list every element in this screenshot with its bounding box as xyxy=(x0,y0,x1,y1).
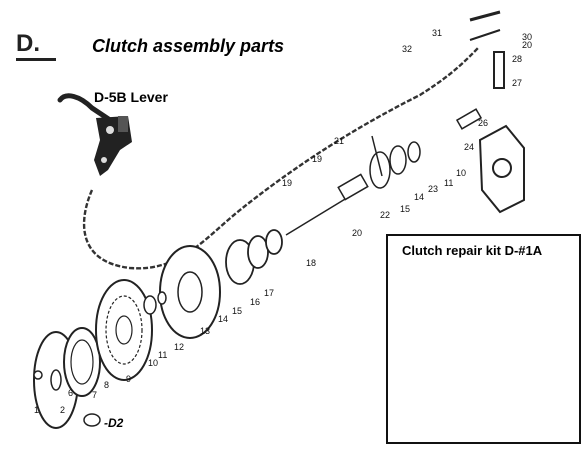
clutch-plates xyxy=(33,229,283,429)
part-label: 32 xyxy=(402,44,412,54)
part-label: 8 xyxy=(104,380,109,390)
part-label: 15 xyxy=(232,306,242,316)
part-label: 12 xyxy=(174,342,184,352)
part-label: 28 xyxy=(512,54,522,64)
part-label: 14 xyxy=(218,314,228,324)
part-label: 20 xyxy=(522,40,532,50)
part-label: 20 xyxy=(352,228,362,238)
clutch-cable xyxy=(82,47,479,270)
section-letter: D. xyxy=(16,30,40,57)
clutch-housing xyxy=(469,10,525,214)
part-label: 22 xyxy=(380,210,390,220)
part-label: 27 xyxy=(512,78,522,88)
part-label: 23 xyxy=(428,184,438,194)
part-label: 10 xyxy=(148,358,158,368)
part-label: 21 xyxy=(334,136,344,146)
repair-kit-title: Clutch repair kit D-#1A xyxy=(402,243,543,258)
part-label: 6 xyxy=(68,388,73,398)
part-label: 26 xyxy=(478,118,488,128)
part-label: 11 xyxy=(158,350,167,360)
clutch-shaft xyxy=(285,108,483,236)
lever-d5b xyxy=(57,93,132,176)
section-underline xyxy=(16,58,56,61)
part-label: 16 xyxy=(250,297,260,307)
part-label: 19 xyxy=(282,178,292,188)
part-label: 2 xyxy=(60,405,65,415)
part-label: 15 xyxy=(400,204,410,214)
part-numbers: 1 2 6 7 8 9 10 11 12 13 14 15 16 17 18 1… xyxy=(34,28,532,415)
part-label: 13 xyxy=(200,326,210,336)
part-label: 17 xyxy=(264,288,274,298)
repair-kit-box xyxy=(386,234,581,444)
part-label: 24 xyxy=(464,142,474,152)
part-label: 31 xyxy=(432,28,442,38)
part-label: 14 xyxy=(414,192,424,202)
d2-label: -D2 xyxy=(104,416,124,430)
lever-label: D-5B Lever xyxy=(94,89,168,105)
part-label: 30 xyxy=(522,32,532,42)
part-label: 9 xyxy=(126,374,131,384)
part-label: 10 xyxy=(456,168,466,178)
page-title: Clutch assembly parts xyxy=(92,36,285,56)
part-label: 7 xyxy=(92,390,97,400)
part-label: 18 xyxy=(306,258,316,268)
part-label: 1 xyxy=(34,405,39,415)
part-label: 11 xyxy=(444,178,453,188)
part-label: 19 xyxy=(312,154,322,164)
